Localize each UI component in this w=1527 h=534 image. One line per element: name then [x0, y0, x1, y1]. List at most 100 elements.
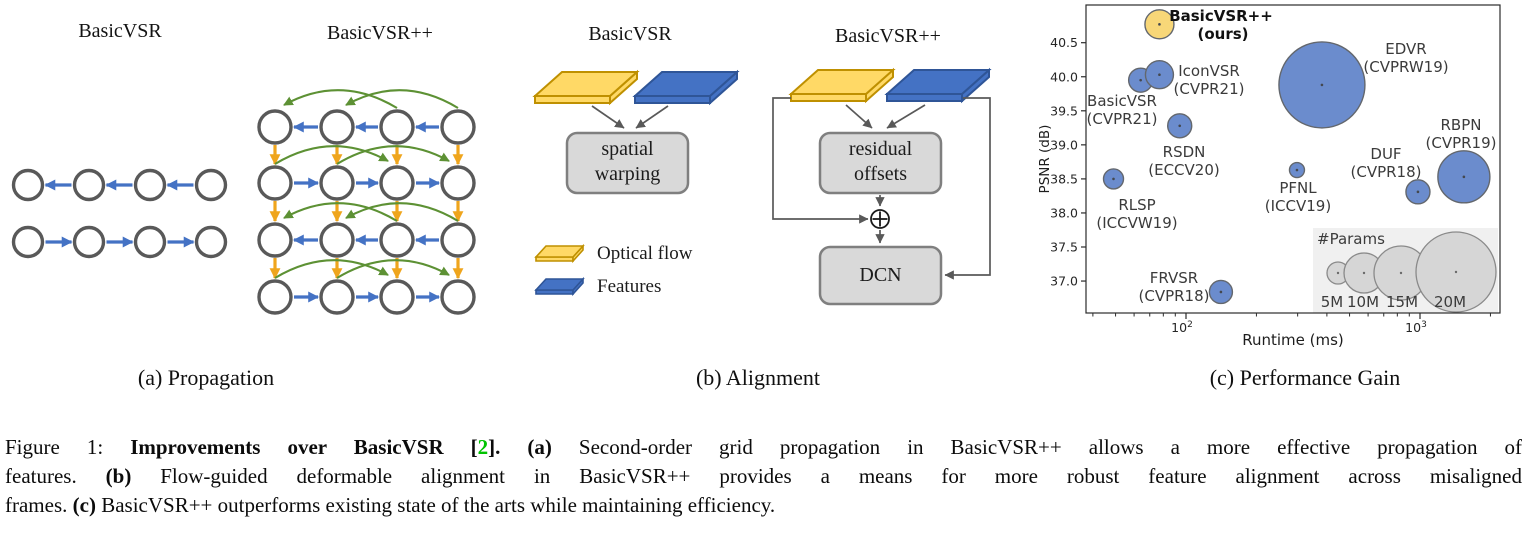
- legend-optical-flow-label: Optical flow: [597, 243, 693, 264]
- frame-node: [257, 222, 293, 258]
- chart-point-venue: (CVPR21): [1087, 110, 1158, 128]
- y-tick-label: 38.0: [1050, 205, 1078, 220]
- caption-text: features.: [5, 464, 106, 488]
- second-order-arc: [274, 145, 389, 165]
- legend-center-dot: [1399, 271, 1403, 275]
- y-tick-label: 37.0: [1050, 274, 1078, 289]
- caption-text: BasicVSR++ outperforms existing state of…: [95, 493, 776, 517]
- frame-node: [133, 168, 167, 202]
- y-axis-label: PSNR (dB): [1037, 125, 1053, 194]
- frame-node: [379, 222, 415, 258]
- caption-text: Flow-guided deformable alignment in Basi…: [131, 464, 1522, 488]
- chart-point-label: RBPN: [1441, 116, 1482, 134]
- caption-text: Figure 1:: [5, 435, 131, 459]
- frame-node: [440, 279, 476, 315]
- frame-node: [379, 109, 415, 145]
- chart-point-venue: (ours): [1197, 25, 1248, 43]
- chart-point-label: FRVSR: [1150, 269, 1198, 287]
- y-tick-label: 40.5: [1050, 35, 1078, 50]
- panel-a-title-basicvsrpp: BasicVSR++: [327, 22, 433, 44]
- frame-node: [379, 279, 415, 315]
- chart-point-venue: (CVPR18): [1139, 287, 1210, 305]
- caption-text: ]. (a): [488, 435, 552, 459]
- frame-node: [133, 225, 167, 259]
- chart-point-label: BasicVSR++: [1169, 7, 1273, 25]
- chart-point-label: RLSP: [1118, 196, 1155, 214]
- frame-node: [319, 109, 355, 145]
- chart-point-label: DUF: [1370, 145, 1401, 163]
- y-tick-label: 39.0: [1050, 137, 1078, 152]
- params-legend-label: 5M: [1321, 293, 1344, 311]
- panel-b-title-basicvsrpp: BasicVSR++: [835, 25, 941, 47]
- second-order-arc: [283, 202, 398, 222]
- second-order-arc: [336, 259, 450, 279]
- features-slab-pp: [884, 67, 992, 104]
- caption-text: Second-order grid propagation in BasicVS…: [551, 435, 1522, 459]
- frame-node: [319, 222, 355, 258]
- citation-ref[interactable]: 2: [477, 435, 489, 459]
- second-order-arc: [345, 202, 459, 222]
- legend-optical-flow-swatch: [534, 243, 585, 264]
- plus-operator-icon: [870, 209, 890, 229]
- features-slab: [632, 69, 740, 106]
- bubble-center-dot: [1462, 175, 1466, 179]
- dcn-box: [818, 245, 943, 306]
- flow-to-warp-arrow: [591, 105, 625, 129]
- params-legend-label: 10M: [1347, 293, 1379, 311]
- chart-point-label: IconVSR: [1178, 62, 1240, 80]
- bubble-center-dot: [1219, 290, 1223, 294]
- frame-node: [11, 168, 45, 202]
- frame-node: [257, 165, 293, 201]
- caption-text: (c): [72, 493, 96, 517]
- bubble-center-dot: [1416, 190, 1420, 194]
- legend-features-swatch: [534, 276, 585, 297]
- frame-node: [72, 168, 106, 202]
- frame-node: [194, 225, 228, 259]
- bubble-center-dot: [1112, 177, 1115, 181]
- subcaption-b: (b) Alignment: [695, 365, 821, 390]
- y-tick-label: 37.5: [1050, 240, 1078, 255]
- caption-text: Improvements over BasicVSR [: [130, 435, 478, 459]
- bubble-center-dot: [1158, 23, 1161, 26]
- second-order-arc: [345, 89, 459, 109]
- chart-point-venue: (ICCVW19): [1096, 214, 1177, 232]
- residual-offsets-label: residual offsets: [848, 138, 913, 185]
- chart-point-venue: (CVPR21): [1174, 80, 1245, 98]
- caption-line: features. (b) Flow-guided deformable ali…: [5, 462, 1522, 491]
- second-order-arc: [274, 259, 389, 279]
- subcaption-c: (c) Performance Gain: [1209, 365, 1401, 390]
- chart-point-label: BasicVSR: [1087, 92, 1157, 110]
- caption-text: (b): [105, 464, 132, 488]
- panel-a-title-basicvsr: BasicVSR: [78, 20, 162, 42]
- chart-point-label: PFNL: [1279, 179, 1317, 197]
- feat-to-dcn-route: [944, 97, 991, 280]
- chart-point-venue: (ICCV19): [1265, 197, 1331, 215]
- frame-node: [319, 279, 355, 315]
- legend-center-dot: [1336, 271, 1340, 275]
- bubble-center-dot: [1158, 73, 1161, 77]
- frame-node: [257, 279, 293, 315]
- frame-node: [440, 165, 476, 201]
- frame-node: [440, 109, 476, 145]
- bubble-center-dot: [1139, 78, 1142, 82]
- frame-node: [194, 168, 228, 202]
- chart-point-venue: (CVPR19): [1426, 134, 1497, 152]
- legend-features-label: Features: [597, 276, 662, 297]
- feat-to-warp-arrow: [635, 105, 669, 129]
- optical-flow-slab-pp: [788, 67, 896, 104]
- feat-to-offsets-arrow: [886, 104, 926, 129]
- flow-to-plus-route: [772, 97, 869, 224]
- x-axis-label: Runtime (ms): [1242, 331, 1344, 349]
- spatial-warping-label: spatial warping: [594, 138, 661, 185]
- y-tick-label: 38.5: [1050, 171, 1078, 186]
- frame-node: [72, 225, 106, 259]
- figure-caption: Figure 1: Improvements over BasicVSR [2]…: [5, 433, 1522, 520]
- bubble-center-dot: [1320, 83, 1324, 87]
- caption-line: frames. (c) BasicVSR++ outperforms exist…: [5, 491, 1522, 520]
- chart-point-venue: (CVPR18): [1351, 163, 1422, 181]
- legend-center-dot: [1362, 271, 1366, 275]
- propagation-diagram: [11, 89, 476, 315]
- alignment-diagram: [532, 67, 992, 306]
- params-legend-label: 15M: [1386, 293, 1418, 311]
